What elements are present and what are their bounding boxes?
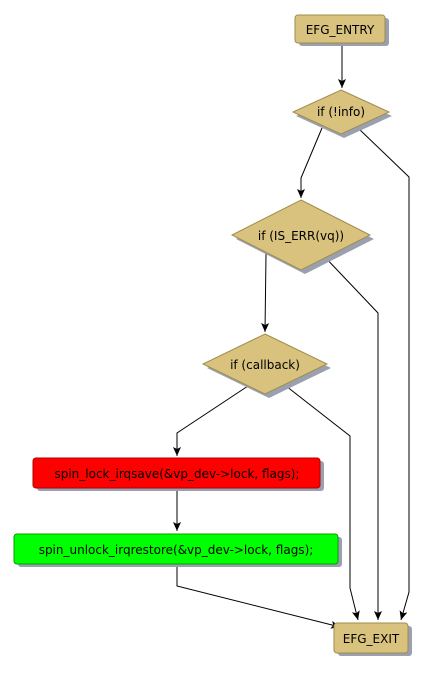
edges: [173, 45, 410, 629]
edge-if-info-to-if-iserr: [297, 127, 323, 198]
exit-node: EFG_EXIT: [333, 622, 412, 656]
if-callback-node: if (callback): [201, 333, 331, 398]
exit-label: EFG_EXIT: [343, 632, 400, 646]
entry-label: EFG_ENTRY: [306, 23, 375, 37]
edge-if-cb-to-exit: [285, 385, 360, 621]
lock-label: spin_lock_irqsave(&vp_dev->lock, flags);: [54, 467, 299, 481]
if-callback-label: if (callback): [230, 358, 300, 372]
lock-node: spin_lock_irqsave(&vp_dev->lock, flags);: [32, 457, 324, 491]
if-info-node: if (!info): [291, 89, 392, 138]
edge-unlock-to-exit: [176, 564, 341, 629]
unlock-label: spin_unlock_irqrestore(&vp_dev->lock, fl…: [39, 543, 314, 557]
if-iserr-label: if (IS_ERR(vq)): [258, 229, 344, 243]
entry-node: EFG_ENTRY: [294, 14, 389, 46]
unlock-node: spin_unlock_irqrestore(&vp_dev->lock, fl…: [13, 533, 342, 567]
if-iserr-node: if (IS_ERR(vq)): [230, 199, 374, 274]
edge-if-cb-to-lock: [173, 385, 249, 456]
if-info-label: if (!info): [317, 105, 365, 119]
edge-if-info-to-exit: [357, 127, 410, 621]
edge-if-iserr-to-if-cb: [261, 253, 270, 333]
edge-if-iserr-to-exit: [321, 253, 382, 620]
